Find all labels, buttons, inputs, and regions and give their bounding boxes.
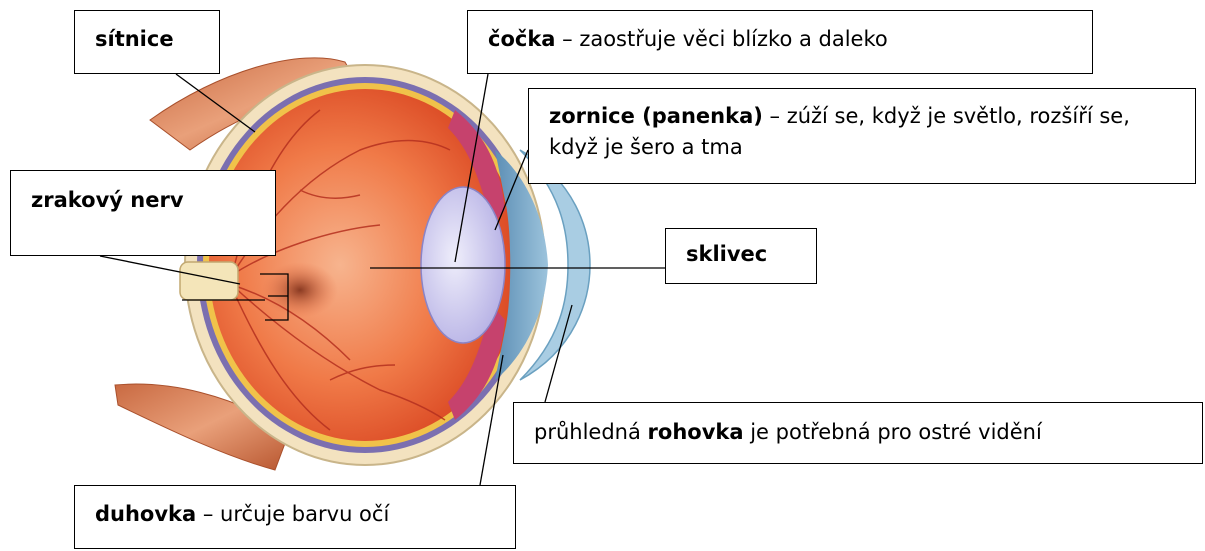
- label-rohovka-rest: je potřebná pro ostré vidění: [744, 420, 1042, 444]
- label-zornice: zornice (panenka) – zúží se, když je svě…: [528, 88, 1196, 184]
- label-sitnice-bold: sítnice: [95, 27, 174, 51]
- label-duhovka: duhovka – určuje barvu očí: [74, 485, 516, 549]
- macula: [262, 262, 338, 318]
- label-sklivec-bold: sklivec: [686, 242, 767, 266]
- label-rohovka-bold: rohovka: [648, 420, 744, 444]
- label-duhovka-rest: – určuje barvu očí: [196, 502, 389, 526]
- label-rohovka: průhledná rohovka je potřebná pro ostré …: [513, 402, 1203, 464]
- label-duhovka-bold: duhovka: [95, 502, 196, 526]
- label-zrakovy-nerv-bold: zrakový nerv: [31, 188, 184, 212]
- label-sklivec: sklivec: [665, 228, 817, 284]
- label-zrakovy-nerv: zrakový nerv: [10, 170, 276, 256]
- label-zornice-bold: zornice (panenka): [549, 104, 763, 128]
- lens-shape: [421, 187, 505, 343]
- label-sitnice: sítnice: [74, 10, 220, 74]
- label-rohovka-pre: průhledná: [534, 420, 648, 444]
- label-cocka: čočka – zaostřuje věci blízko a daleko: [467, 10, 1093, 74]
- optic-nerve: [180, 262, 238, 300]
- label-cocka-bold: čočka: [488, 27, 555, 51]
- label-cocka-rest: – zaostřuje věci blízko a daleko: [555, 27, 887, 51]
